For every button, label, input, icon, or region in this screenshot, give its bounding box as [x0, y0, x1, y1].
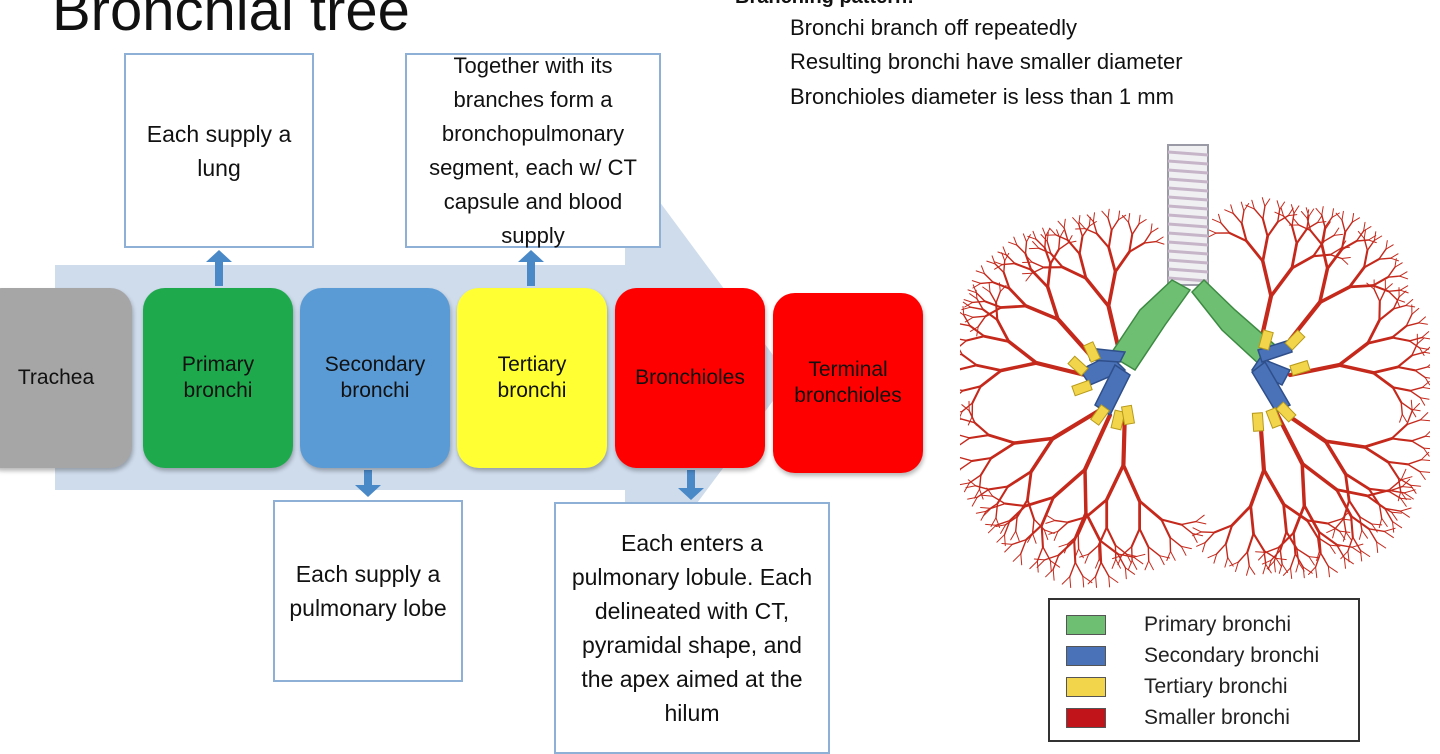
tertiary-bronchi: [1067, 329, 1311, 432]
legend-swatch: [1066, 615, 1106, 635]
stage-secondary-bronchi: Secondary bronchi: [300, 288, 450, 468]
legend-label: Tertiary bronchi: [1144, 675, 1288, 698]
stage-terminal-bronchioles: Terminal bronchioles: [773, 293, 923, 473]
legend-label: Secondary bronchi: [1144, 644, 1320, 667]
legend-item-tertiary: Tertiary bronchi: [1066, 674, 1288, 700]
branching-pattern-header: Branching pattern:: [735, 0, 914, 8]
legend-item-secondary: Secondary bronchi: [1066, 643, 1319, 669]
trachea-illustration: [1167, 144, 1209, 286]
legend-label: Smaller bronchi: [1144, 706, 1290, 729]
stage-bronchioles: Bronchioles: [615, 288, 765, 468]
stage-tertiary-bronchi: Tertiary bronchi: [457, 288, 607, 468]
branching-point: Resulting bronchi have smaller diameter: [790, 49, 1183, 74]
connector-arrows: [206, 250, 704, 500]
legend-item-smaller: Smaller bronchi: [1066, 705, 1290, 731]
legend: Primary bronchi Secondary bronchi Tertia…: [1048, 598, 1360, 742]
note-tertiary-bronchi: Together with its branches form a bronch…: [405, 53, 661, 248]
arrow-primary-to-note: [206, 250, 232, 286]
arrow-tertiary-to-note: [518, 250, 544, 286]
note-bronchioles: Each enters a pulmonary lobule. Each del…: [554, 502, 830, 754]
legend-label: Primary bronchi: [1144, 613, 1292, 636]
left-primary-bronchus: [1108, 279, 1192, 372]
note-secondary-bronchi: Each supply a pulmonary lobe: [273, 500, 463, 682]
arrow-bronchioles-to-note: [678, 470, 704, 500]
branching-point: Bronchi branch off repeatedly: [790, 15, 1077, 40]
legend-swatch: [1066, 708, 1106, 728]
bronchial-tree-illustration: [960, 144, 1430, 588]
note-primary-bronchi: Each supply a lung: [124, 53, 314, 248]
legend-swatch: [1066, 677, 1106, 697]
stage-primary-bronchi: Primary bronchi: [143, 288, 293, 468]
branching-point: Bronchioles diameter is less than 1 mm: [790, 84, 1174, 109]
arrow-secondary-to-note: [355, 470, 381, 497]
legend-swatch: [1066, 646, 1106, 666]
stage-trachea: Trachea: [0, 288, 132, 468]
page-title: Bronchial tree: [52, 0, 410, 43]
secondary-bronchi: [1078, 339, 1293, 417]
legend-item-primary: Primary bronchi: [1066, 612, 1291, 638]
